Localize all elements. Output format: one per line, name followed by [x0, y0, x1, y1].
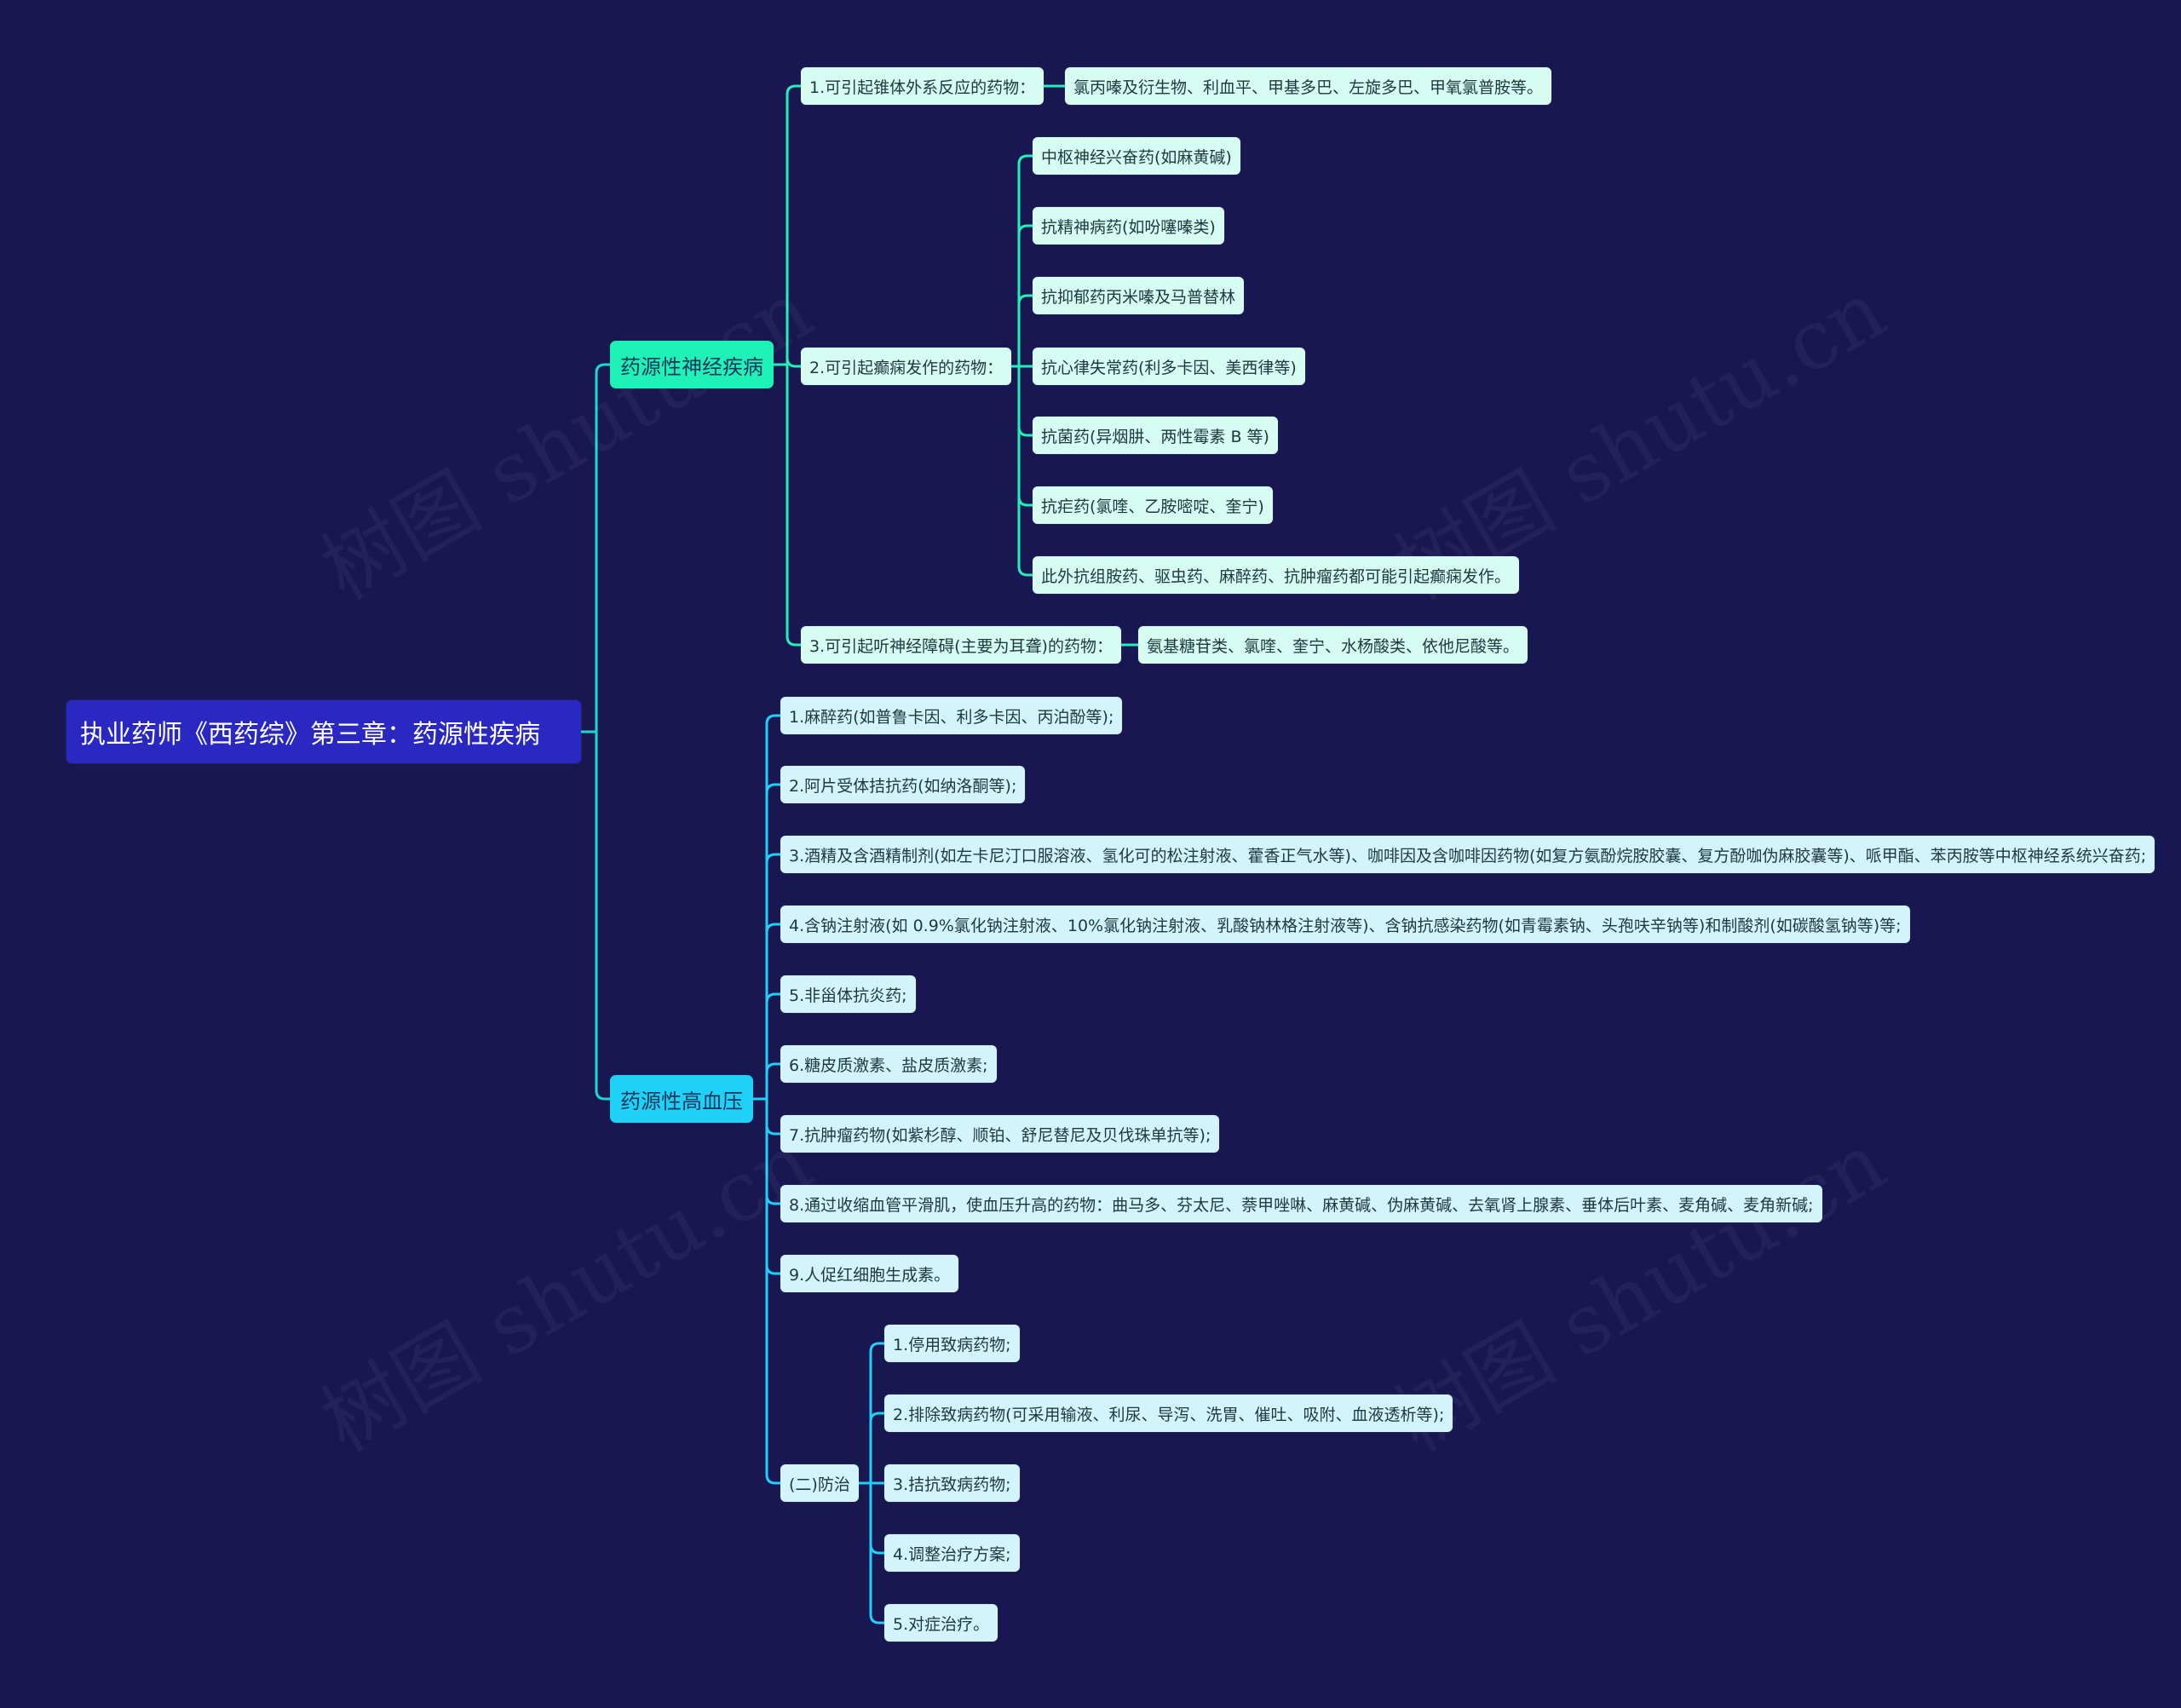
hyper-item-3[interactable]: 3.酒精及含酒精制剂(如左卡尼汀口服溶液、氢化可的松注射液、藿香正气水等)、咖啡…: [780, 836, 2155, 873]
hyper-item-5[interactable]: 5.非甾体抗炎药;: [780, 975, 916, 1013]
seizure-drug-5[interactable]: 抗菌药(异烟肼、两性霉素 B 等): [1033, 417, 1278, 454]
hyper-item-1[interactable]: 1.麻醉药(如普鲁卡因、利多卡因、丙泊酚等);: [780, 697, 1123, 734]
seizure-drug-2-link: [1017, 224, 1033, 366]
seizure-drug-1-link: [1017, 154, 1033, 366]
prevention-step-2[interactable]: 2.排除致病药物(可采用输液、利尿、导泻、洗胃、催吐、吸附、血液透析等);: [884, 1395, 1453, 1432]
seizure-drug-7-link: [1017, 366, 1033, 577]
prevention-node[interactable]: (二)防治: [780, 1464, 859, 1502]
prevention-step-1-link: [869, 1342, 884, 1483]
seizure-drug-5-link: [1017, 366, 1033, 437]
prevention-step-2-link: [869, 1412, 884, 1483]
branch-neuro-link: [595, 363, 610, 732]
neuro-item-3-detail[interactable]: 氨基糖苷类、氯喹、奎宁、水杨酸类、依他尼酸等。: [1138, 626, 1528, 664]
branch-hypertension-link: [595, 732, 610, 1101]
prevention-step-4-link: [869, 1483, 884, 1555]
neuro-item-3[interactable]: 3.可引起听神经障碍(主要为耳聋)的药物：: [801, 626, 1121, 664]
neuro-item-1-link: [786, 84, 801, 365]
seizure-drug-3[interactable]: 抗抑郁药丙米嗪及马普替林: [1033, 277, 1245, 314]
hyper-item-6-link: [765, 1062, 780, 1099]
prevention-step-4[interactable]: 4.调整治疗方案;: [884, 1534, 1020, 1572]
neuro-item-3-link: [786, 365, 801, 647]
seizure-drug-6[interactable]: 抗疟药(氯喹、乙胺嘧啶、奎宁): [1033, 486, 1273, 524]
hyper-item-6[interactable]: 6.糖皮质激素、盐皮质激素;: [780, 1045, 997, 1083]
neuro-item-2[interactable]: 2.可引起癫痫发作的药物：: [801, 348, 1012, 385]
hyper-item-7[interactable]: 7.抗肿瘤药物(如紫杉醇、顺铂、舒尼替尼及贝伐珠单抗等);: [780, 1115, 1220, 1153]
hyper-item-2-link: [765, 783, 780, 1099]
prevention-step-1[interactable]: 1.停用致病药物;: [884, 1325, 1020, 1362]
seizure-drug-2[interactable]: 抗精神病药(如吩噻嗪类): [1033, 207, 1224, 244]
hyper-item-3-link: [765, 853, 780, 1099]
hyper-item-8[interactable]: 8.通过收缩血管平滑肌，使血压升高的药物：曲马多、芬太尼、萘甲唑啉、麻黄碱、伪麻…: [780, 1185, 1822, 1222]
prevention-step-5[interactable]: 5.对症治疗。: [884, 1604, 998, 1642]
hyper-item-4[interactable]: 4.含钠注射液(如 0.9%氯化钠注射液、10%氯化钠注射液、乳酸钠林格注射液等…: [780, 906, 1910, 943]
prevention-step-5-link: [869, 1483, 884, 1625]
hyper-item-9[interactable]: 9.人促红细胞生成素。: [780, 1255, 959, 1292]
neuro-item-1[interactable]: 1.可引起锥体外系反应的药物：: [801, 67, 1044, 105]
seizure-drug-7[interactable]: 此外抗组胺药、驱虫药、麻醉药、抗肿瘤药都可能引起癫痫发作。: [1033, 556, 1520, 594]
branch-neuro[interactable]: 药源性神经疾病: [610, 341, 774, 388]
branch-hypertension[interactable]: 药源性高血压: [610, 1075, 753, 1123]
prevention-step-3[interactable]: 3.拮抗致病药物;: [884, 1464, 1020, 1502]
hyper-item-5-link: [765, 992, 780, 1099]
prevention-node-link: [765, 1099, 780, 1485]
neuro-item-2-link: [786, 357, 801, 368]
hyper-item-4-link: [765, 923, 780, 1099]
seizure-drug-3-link: [1017, 294, 1033, 366]
seizure-drug-4[interactable]: 抗心律失常药(利多卡因、美西律等): [1033, 348, 1305, 385]
seizure-drug-1[interactable]: 中枢神经兴奋药(如麻黄碱): [1033, 137, 1240, 175]
neuro-item-1-detail[interactable]: 氯丙嗪及衍生物、利血平、甲基多巴、左旋多巴、甲氧氯普胺等。: [1065, 67, 1552, 105]
hyper-item-1-link: [765, 714, 780, 1099]
root-topic[interactable]: 执业药师《西药综》第三章：药源性疾病: [66, 700, 581, 763]
hyper-item-2[interactable]: 2.阿片受体拮抗药(如纳洛酮等);: [780, 766, 1026, 803]
